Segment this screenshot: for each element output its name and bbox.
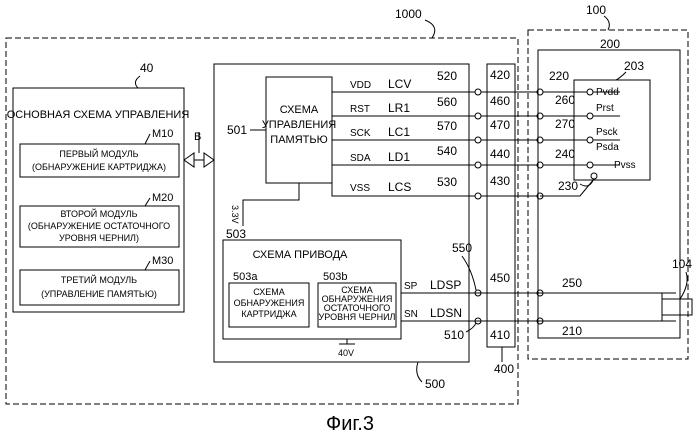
sig-sda: SDA <box>350 153 371 164</box>
label-500: 500 <box>425 377 445 391</box>
sig-sck: SCK <box>350 128 371 139</box>
pin-psck: Psck <box>596 127 619 138</box>
module-m30-tag: M30 <box>152 255 173 267</box>
drive-a-line1: СХЕМА <box>253 287 285 297</box>
drive-b-line4: УРОВНЯ ЧЕРНИЛ <box>319 312 396 322</box>
num-510: 510 <box>444 328 464 342</box>
num-240: 240 <box>555 147 575 161</box>
num-570: 570 <box>437 119 457 133</box>
drive-a-line3: КАРТРИДЖА <box>241 309 296 319</box>
line-lcv: LCV <box>388 77 411 91</box>
label-b: B <box>194 131 201 143</box>
line-lc1: LC1 <box>388 125 410 139</box>
pin-pvdd: Pvdd <box>596 87 619 98</box>
module-m20-line2: (ОБНАРУЖЕНИЕ ОСТАТОЧНОГО <box>28 221 170 231</box>
drive-a-line2: ОБНАРУЖЕНИЯ <box>234 298 305 308</box>
sig-sn: SN <box>404 309 418 320</box>
module-m10-line1: ПЕРВЫЙ МОДУЛЬ <box>59 148 138 159</box>
num-410: 410 <box>490 328 510 342</box>
label-40: 40 <box>140 61 154 75</box>
num-230: 230 <box>558 179 578 193</box>
num-540: 540 <box>437 144 457 158</box>
label-104: 104 <box>672 257 692 271</box>
num-430: 430 <box>490 174 510 188</box>
module-m20-tag: M20 <box>152 192 173 204</box>
num-560: 560 <box>437 95 457 109</box>
num-210: 210 <box>562 324 582 338</box>
module-m20-line1: ВТОРОЙ МОДУЛЬ <box>61 208 138 219</box>
label-100: 100 <box>586 3 606 17</box>
sig-sp: SP <box>404 281 418 292</box>
label-200: 200 <box>600 37 620 51</box>
num-250: 250 <box>562 276 582 290</box>
line-lr1: LR1 <box>388 101 410 115</box>
pin-prst: Prst <box>596 103 614 114</box>
num-450: 450 <box>490 271 510 285</box>
module-m10-tag: M10 <box>152 128 173 140</box>
tag-503b: 503b <box>323 271 347 283</box>
drive-title: СХЕМА ПРИВОДА <box>253 249 348 261</box>
pin-pvss: Pvss <box>614 160 636 171</box>
module-m30-line2: (УПРАВЛЕНИЕ ПАМЯТЬЮ) <box>41 289 157 299</box>
figure-caption: Фиг.3 <box>326 413 374 435</box>
label-3v3: 3.3V <box>230 205 240 224</box>
label-203: 203 <box>624 59 644 73</box>
module-m20-line3: УРОВНЯ ЧЕРНИЛ) <box>59 233 139 243</box>
label-400: 400 <box>494 362 514 376</box>
main-control-title: ОСНОВНАЯ СХЕМА УПРАВЛЕНИЯ <box>7 109 190 121</box>
label-501: 501 <box>227 123 247 137</box>
num-270: 270 <box>555 117 575 131</box>
num-520: 520 <box>437 69 457 83</box>
num-220: 220 <box>549 69 569 83</box>
num-530: 530 <box>437 175 457 189</box>
memory-ctrl-line1: СХЕМА <box>280 104 319 116</box>
module-m30-line1: ТРЕТИЙ МОДУЛЬ <box>61 274 137 285</box>
sig-vss: VSS <box>350 183 370 194</box>
line-ldsp: LDSP <box>430 278 461 292</box>
line-ldsn: LDSN <box>430 306 462 320</box>
sig-vdd: VDD <box>350 80 371 91</box>
num-260: 260 <box>555 93 575 107</box>
num-420: 420 <box>490 68 510 82</box>
label-1000: 1000 <box>395 7 422 21</box>
num-470: 470 <box>490 118 510 132</box>
num-440: 440 <box>490 147 510 161</box>
num-550: 550 <box>452 241 472 255</box>
line-lcs: LCS <box>388 180 411 194</box>
sig-rst: RST <box>350 104 370 115</box>
line-ld1: LD1 <box>388 150 410 164</box>
memory-ctrl-line2: УПРАВЛЕНИЯ <box>262 119 336 131</box>
module-m10-line2: (ОБНАРУЖЕНИЕ КАРТРИДЖА) <box>32 162 166 172</box>
label-40v: 40V <box>338 348 354 358</box>
num-460: 460 <box>490 94 510 108</box>
pin-psda: Psda <box>596 142 619 153</box>
label-503: 503 <box>226 227 246 241</box>
tag-503a: 503a <box>233 271 258 283</box>
memory-ctrl-line3: ПАМЯТЬЮ <box>270 134 327 146</box>
